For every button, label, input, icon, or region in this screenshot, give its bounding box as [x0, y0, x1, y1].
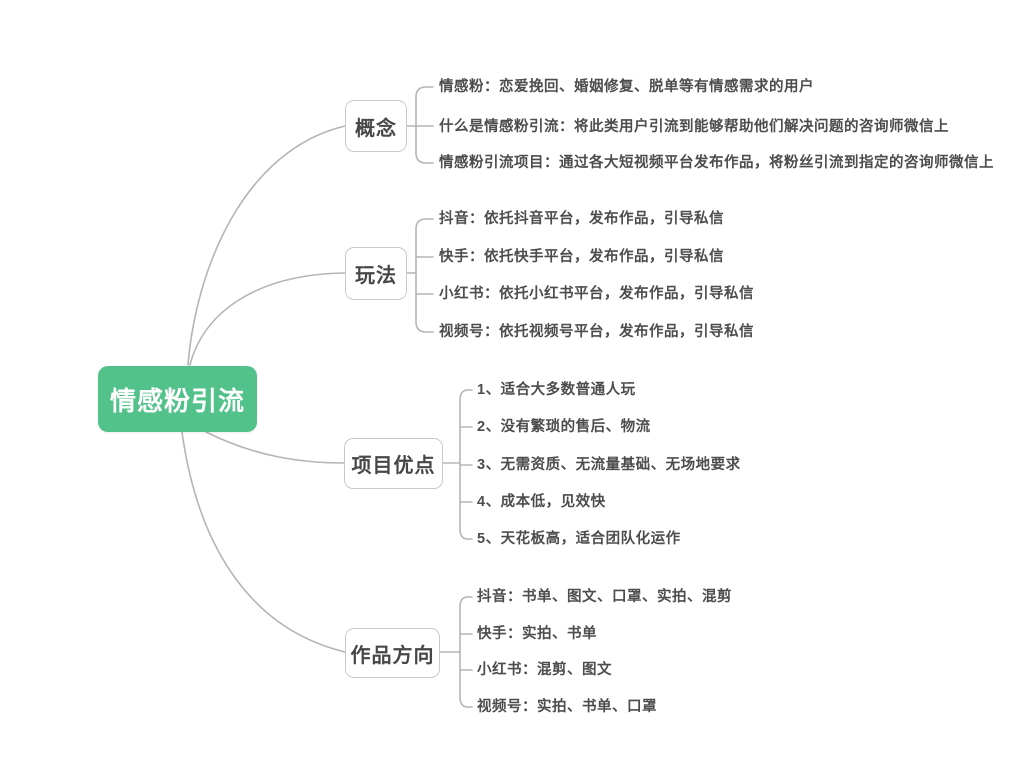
branch-node-direction[interactable]: 作品方向 — [345, 628, 440, 678]
leaf-item[interactable]: 5、天花板高，适合团队化运作 — [477, 531, 681, 547]
branch-node-advantages[interactable]: 项目优点 — [344, 438, 443, 489]
edge-root-advantage — [205, 431, 345, 464]
bracket-advantage — [442, 389, 473, 540]
root-node[interactable]: 情感粉引流 — [98, 366, 257, 432]
leaf-item[interactable]: 1、适合大多数普通人玩 — [477, 382, 636, 398]
leaf-item[interactable]: 4、成本低，见效快 — [477, 494, 606, 510]
leaf-item[interactable]: 抖音：书单、图文、口罩、实拍、混剪 — [477, 589, 732, 605]
bracket-playstyle — [406, 218, 434, 333]
leaf-item[interactable]: 视频号：依托视频号平台，发布作品，引导私信 — [439, 324, 754, 340]
branch-node-playstyle[interactable]: 玩法 — [345, 247, 407, 300]
leaf-item[interactable]: 视频号：实拍、书单、口罩 — [477, 699, 657, 715]
leaf-item[interactable]: 抖音：依托抖音平台，发布作品，引导私信 — [439, 211, 724, 227]
leaf-item[interactable]: 快手：实拍、书单 — [477, 626, 597, 642]
branch-node-concept[interactable]: 概念 — [345, 100, 407, 152]
bracket-concept — [406, 86, 434, 164]
leaf-item[interactable]: 情感粉引流项目：通过各大短视频平台发布作品，将粉丝引流到指定的咨询师微信上 — [439, 155, 994, 171]
leaf-item[interactable]: 情感粉：恋爱挽回、婚姻修复、脱单等有情感需求的用户 — [439, 79, 814, 95]
leaf-item[interactable]: 什么是情感粉引流：将此类用户引流到能够帮助他们解决问题的咨询师微信上 — [439, 119, 949, 135]
leaf-item[interactable]: 3、无需资质、无流量基础、无场地要求 — [477, 457, 741, 473]
edge-root-playstyle — [189, 272, 346, 366]
leaf-item[interactable]: 2、没有繁琐的售后、物流 — [477, 419, 651, 435]
leaf-item[interactable]: 快手：依托快手平台，发布作品，引导私信 — [439, 249, 724, 265]
leaf-item[interactable]: 小红书：依托小红书平台，发布作品，引导私信 — [439, 286, 754, 302]
bracket-direction — [439, 596, 473, 708]
edge-root-direction — [181, 431, 346, 653]
edge-root-concept — [187, 125, 346, 366]
leaf-item[interactable]: 小红书：混剪、图文 — [477, 662, 612, 678]
